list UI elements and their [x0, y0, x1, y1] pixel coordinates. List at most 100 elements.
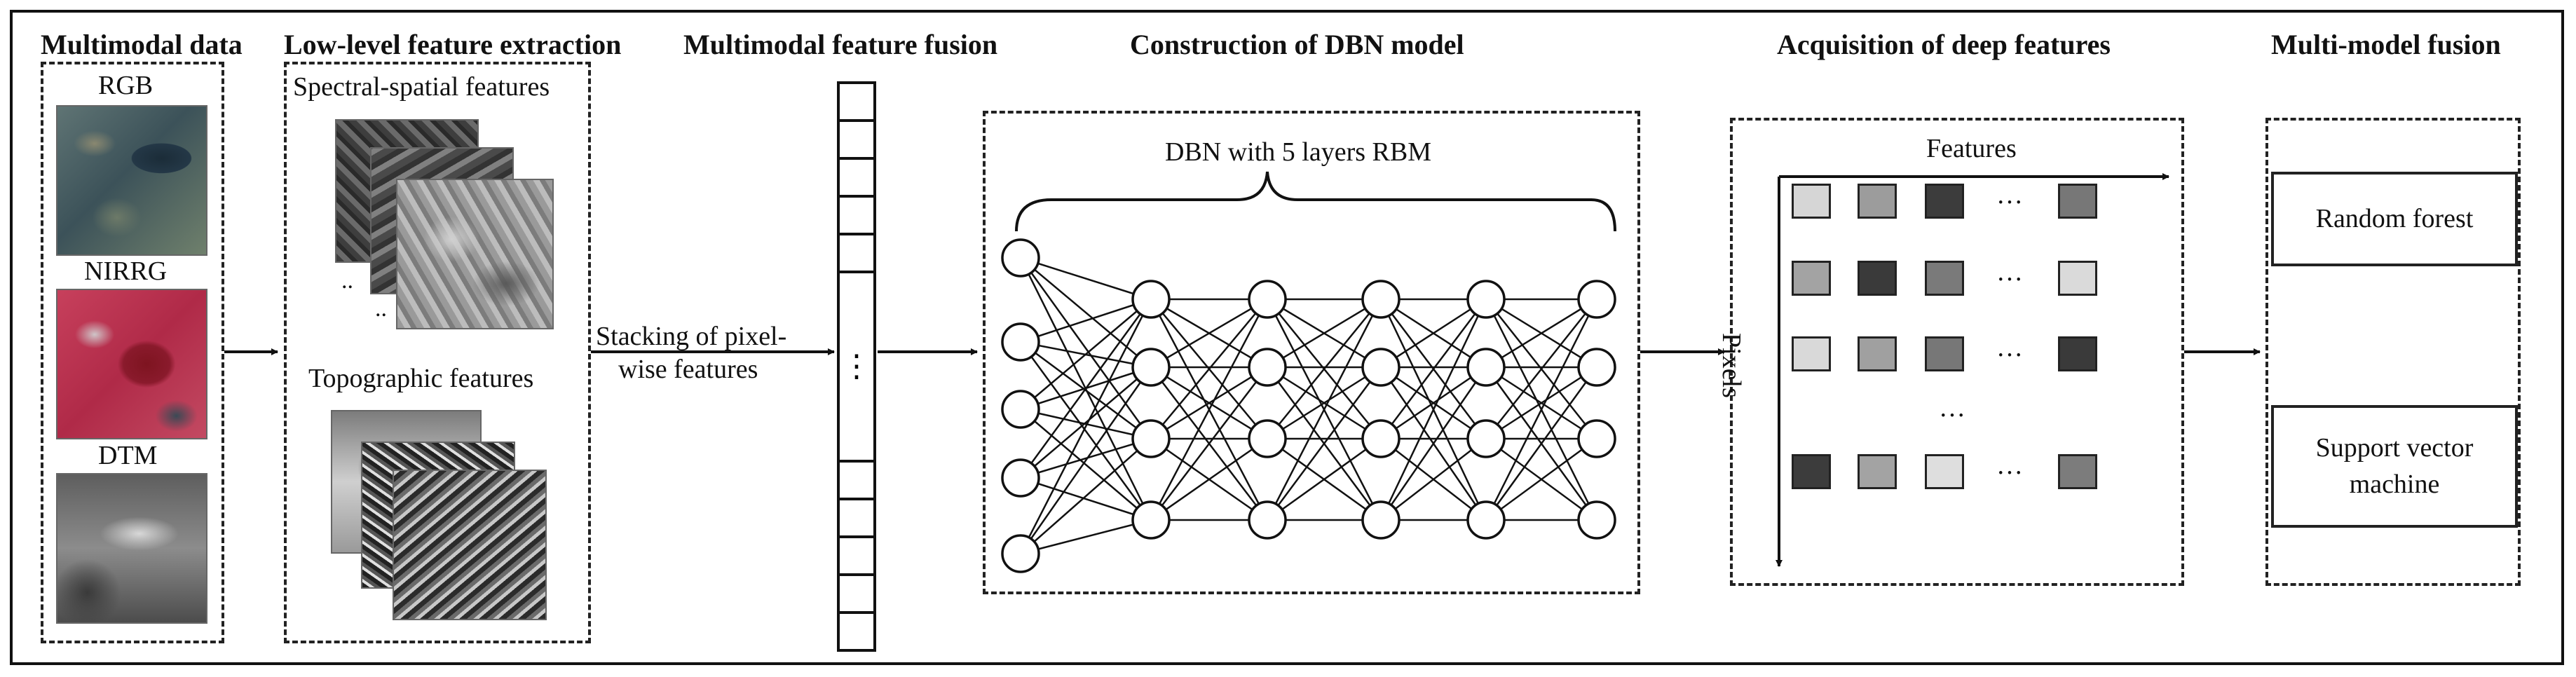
spectral-dots-a: ..	[341, 268, 353, 294]
feature-tile	[2058, 261, 2097, 296]
nirrg-image	[56, 289, 207, 439]
dbn-edge	[1485, 367, 1598, 521]
dbn-edge	[1020, 408, 1152, 440]
dbn-node	[1131, 419, 1171, 458]
vector-cell	[837, 535, 876, 576]
nirrg-label: NIRRG	[84, 257, 168, 286]
dbn-box	[983, 111, 1640, 594]
vector-cell	[837, 611, 876, 652]
random-forest-label: Random forest	[2315, 203, 2474, 233]
vector-cell	[837, 195, 876, 235]
stacking-label-line2: wise features	[618, 355, 758, 384]
feature-tile	[1858, 184, 1897, 219]
dbn-node	[1466, 419, 1506, 458]
dbn-edge	[1020, 341, 1152, 440]
dbn-edge	[1150, 367, 1268, 521]
feature-tile	[1925, 184, 1964, 219]
dbn-node	[1248, 419, 1287, 458]
dtm-label: DTM	[98, 441, 158, 470]
heading-low-level: Low-level feature extraction	[284, 29, 622, 60]
feature-tile	[1792, 454, 1831, 489]
dbn-edge	[1266, 299, 1382, 521]
dbn-node	[1361, 348, 1401, 387]
dbn-node	[1001, 390, 1040, 429]
row-ellipsis: …	[1996, 451, 2023, 480]
dbn-edge	[1267, 298, 1382, 369]
vector-cell	[837, 233, 876, 273]
fusion-vector: ⋮	[837, 81, 876, 652]
dbn-node	[1001, 534, 1040, 573]
svm-box: Support vector machine	[2271, 405, 2518, 528]
dbn-brace	[1015, 171, 1616, 232]
dbn-edge	[1020, 257, 1152, 301]
spectral-label: Spectral-spatial features	[293, 72, 550, 102]
spectral-layer-3	[396, 179, 554, 329]
dbn-node	[1248, 500, 1287, 540]
dbn-edge	[1020, 257, 1152, 368]
heading-deep-features: Acquisition of deep features	[1777, 29, 2111, 60]
heading-multi-model: Multi-model fusion	[2271, 29, 2501, 60]
dbn-node	[1131, 280, 1171, 319]
dbn-node	[1361, 419, 1401, 458]
dbn-edge	[1379, 299, 1487, 521]
row-ellipsis: …	[1996, 333, 2023, 362]
dbn-edge	[1019, 299, 1152, 479]
vector-cell	[837, 498, 876, 538]
figure-frame	[10, 10, 2564, 665]
dbn-node	[1466, 280, 1506, 319]
dbn-node	[1361, 280, 1401, 319]
dbn-edge	[1380, 299, 1487, 439]
dbn-edge	[1020, 409, 1152, 521]
features-axis-label: Features	[1926, 134, 2017, 163]
dbn-node	[1577, 500, 1616, 540]
deep-features-box	[1730, 118, 2184, 586]
vector-cell	[837, 573, 876, 614]
vector-dots: ⋮	[841, 349, 872, 383]
dbn-node	[1131, 500, 1171, 540]
dbn-edge	[1267, 366, 1382, 440]
feature-tile	[1925, 454, 1964, 489]
dbn-node	[1001, 322, 1040, 362]
dbn-node	[1577, 348, 1616, 387]
dbn-node	[1248, 348, 1287, 387]
multi-model-box	[2265, 118, 2521, 586]
low-level-box	[284, 62, 591, 643]
feature-tile	[2058, 184, 2097, 219]
dbn-edge	[1019, 257, 1152, 439]
dbn-edge	[1485, 299, 1597, 439]
svm-label-line2: machine	[2349, 469, 2440, 499]
feature-tile	[2058, 454, 2097, 489]
random-forest-box: Random forest	[2271, 172, 2518, 266]
svm-label-line1: Support vector	[2315, 433, 2474, 463]
dbn-edge	[1380, 366, 1487, 440]
dbn-edge	[1019, 299, 1152, 554]
dbn-edge	[1019, 367, 1152, 554]
dbn-edge	[1020, 437, 1152, 479]
dbn-node	[1131, 348, 1171, 387]
heading-fusion: Multimodal feature fusion	[683, 29, 998, 60]
dbn-edge	[1150, 366, 1268, 440]
topographic-label: Topographic features	[308, 364, 534, 393]
dbn-edge	[1019, 341, 1152, 521]
dbn-edge	[1485, 299, 1598, 521]
vector-cell	[837, 81, 876, 122]
dbn-node	[1248, 280, 1287, 319]
dbn-node	[1361, 500, 1401, 540]
heading-multimodal-data: Multimodal data	[41, 29, 243, 60]
feature-tile	[1925, 261, 1964, 296]
feature-tile	[1792, 336, 1831, 371]
feature-tile	[2058, 336, 2097, 371]
dbn-edge	[1150, 298, 1268, 369]
feature-tile	[1858, 454, 1897, 489]
dbn-edge	[1485, 366, 1597, 440]
dbn-caption: DBN with 5 layers RBM	[1165, 137, 1431, 167]
dbn-edge	[1266, 367, 1382, 521]
dbn-edge	[1150, 437, 1268, 521]
row-ellipsis: …	[1996, 180, 2023, 210]
topographic-layer-3	[393, 470, 547, 620]
dbn-edge	[1380, 438, 1487, 521]
heading-dbn: Construction of DBN model	[1130, 29, 1464, 60]
dbn-edge	[1485, 298, 1597, 369]
dbn-edge	[1380, 298, 1487, 369]
dbn-edge	[1020, 519, 1152, 555]
